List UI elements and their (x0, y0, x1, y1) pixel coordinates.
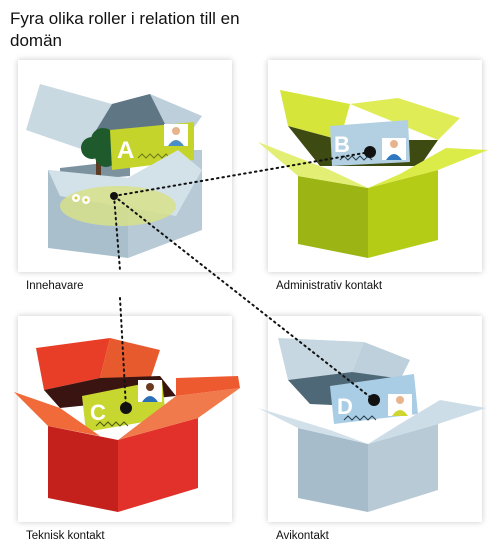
box-innehavare: A (26, 84, 202, 258)
line-a-to-c-lower (119, 297, 127, 409)
line-a-to-b (113, 151, 371, 197)
box-administrativ-kontakt: B (258, 90, 488, 258)
box-avikontakt: D (258, 338, 486, 512)
card-letter-a: A (117, 137, 134, 164)
card-letter-d: D (337, 394, 353, 419)
line-a-to-d (113, 195, 375, 401)
relation-lines (113, 151, 375, 409)
box-teknisk-kontakt: C (14, 338, 240, 512)
line-a-to-c-upper (113, 195, 121, 271)
card-letter-c: C (90, 400, 106, 425)
card-b: B (330, 120, 410, 166)
role-label-administrativ-kontakt: Administrativ kontakt (276, 280, 383, 292)
flowers-illustration (72, 194, 90, 204)
role-label-avikontakt: Avikontakt (276, 530, 329, 542)
role-label-innehavare: Innehavare (26, 280, 84, 292)
diagram-title: Fyra olika roller i relation till en dom… (10, 9, 240, 50)
card-letter-b: B (334, 132, 350, 157)
role-label-teknisk-kontakt: Teknisk kontakt (26, 530, 105, 542)
